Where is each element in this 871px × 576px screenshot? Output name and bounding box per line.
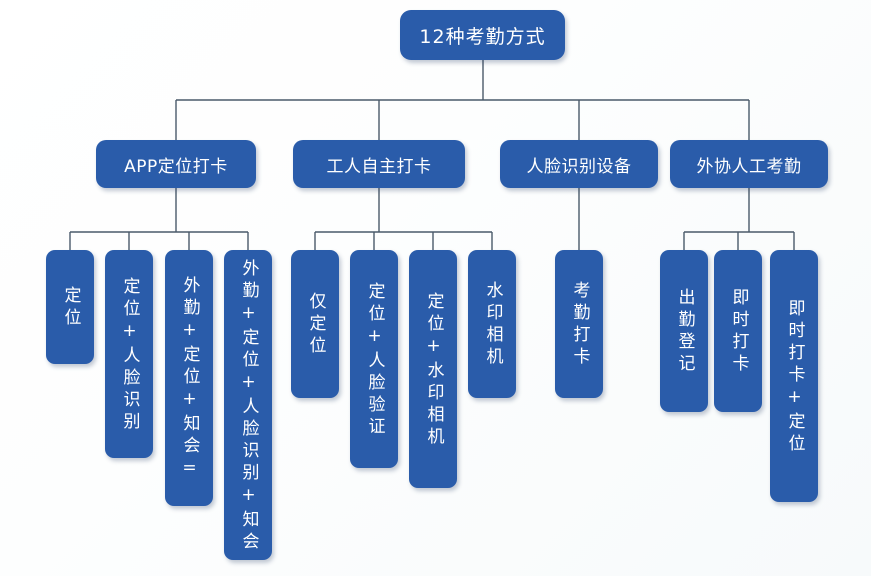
category-node-1-label: 工人自主打卡 <box>326 156 432 177</box>
leaf-node-3[interactable]: 外勤+定位+人脸识别+知会 <box>224 250 272 560</box>
leaf-node-5[interactable]: 定位+人脸验证 <box>350 250 398 468</box>
leaf-node-4-label: 仅定位 <box>305 292 326 358</box>
leaf-node-3-label: 外勤+定位+人脸识别+知会 <box>238 258 259 554</box>
leaf-node-7[interactable]: 水印相机 <box>468 250 516 398</box>
leaf-node-8[interactable]: 考勤打卡 <box>555 250 603 398</box>
leaf-node-0-label: 定位 <box>60 286 81 330</box>
leaf-node-0[interactable]: 定位 <box>46 250 94 364</box>
leaf-node-11-label: 即时打卡+定位 <box>784 298 805 456</box>
leaf-node-7-label: 水印相机 <box>482 281 503 369</box>
root-node[interactable]: 12种考勤方式 <box>400 10 565 60</box>
category-node-0-label: APP定位打卡 <box>124 156 228 177</box>
leaf-node-9-label: 出勤登记 <box>674 288 695 376</box>
category-node-0[interactable]: APP定位打卡 <box>96 140 256 188</box>
leaf-node-1-label: 定位+人脸识别 <box>119 276 140 434</box>
leaf-node-2[interactable]: 外勤+定位+知会= <box>165 250 213 506</box>
leaf-node-5-label: 定位+人脸验证 <box>364 281 385 439</box>
category-node-1[interactable]: 工人自主打卡 <box>293 140 465 188</box>
leaf-node-6-label: 定位+水印相机 <box>423 291 444 449</box>
category-node-2-label: 人脸识别设备 <box>526 156 632 177</box>
leaf-node-10[interactable]: 即时打卡 <box>714 250 762 412</box>
leaf-node-11[interactable]: 即时打卡+定位 <box>770 250 818 502</box>
root-node-label: 12种考勤方式 <box>419 25 546 48</box>
category-node-3-label: 外协人工考勤 <box>696 156 802 177</box>
leaf-node-4[interactable]: 仅定位 <box>291 250 339 398</box>
category-node-2[interactable]: 人脸识别设备 <box>500 140 658 188</box>
leaf-node-6[interactable]: 定位+水印相机 <box>409 250 457 488</box>
category-node-3[interactable]: 外协人工考勤 <box>670 140 828 188</box>
leaf-node-1[interactable]: 定位+人脸识别 <box>105 250 153 458</box>
leaf-node-10-label: 即时打卡 <box>728 288 749 376</box>
leaf-node-2-label: 外勤+定位+知会= <box>179 275 200 483</box>
leaf-node-9[interactable]: 出勤登记 <box>660 250 708 412</box>
leaf-node-8-label: 考勤打卡 <box>569 281 590 369</box>
